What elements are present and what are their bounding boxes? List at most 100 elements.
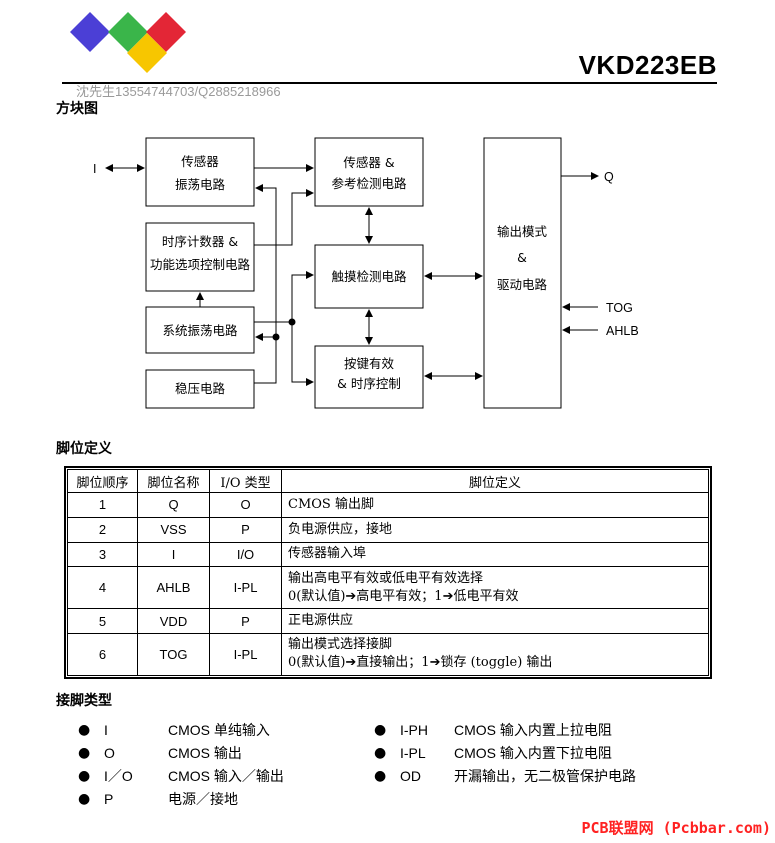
header-pin-no: 脚位顺序	[67, 469, 138, 493]
box-timer-counter	[145, 222, 255, 292]
box-key-valid	[314, 345, 424, 409]
box-regulator	[145, 369, 255, 409]
header-pin-name: 脚位名称	[137, 469, 210, 493]
pin-definition-title: 脚位定义	[56, 441, 112, 457]
pin-def-line2: 0(默认值)➔高电平有效；1➔低电平有效	[288, 588, 519, 604]
pin-io: I-PL	[209, 566, 282, 610]
header-divider	[62, 82, 717, 84]
pin-def: 正电源供应	[281, 608, 709, 634]
type-desc: 电源／接地	[168, 791, 238, 807]
key-valid-line1: 按键有效	[344, 356, 395, 371]
pin-io: I-PL	[209, 632, 282, 677]
type-desc: CMOS 输出	[168, 745, 242, 761]
bullet-icon: ●	[78, 722, 91, 738]
pin-tog-label: TOG	[606, 301, 633, 315]
timer-counter-line1: 时序计数器 &	[162, 234, 238, 249]
bullet-icon: ●	[78, 745, 91, 761]
bullet-icon: ●	[374, 745, 387, 761]
box-output-mode	[483, 137, 562, 409]
system-osc-label: 系统振荡电路	[162, 323, 238, 338]
type-code: OD	[400, 768, 421, 784]
pin-io: I/O	[209, 541, 282, 568]
box-system-osc	[145, 306, 255, 354]
pin-name: Q	[137, 492, 210, 518]
type-desc: CMOS 输入内置下拉电阻	[454, 745, 612, 761]
type-code: P	[104, 791, 114, 807]
timer-counter-line2: 功能选项控制电路	[150, 257, 251, 272]
regulator-label: 稳压电路	[175, 381, 226, 396]
pin-name: VDD	[137, 608, 210, 634]
pin-no: 4	[67, 566, 138, 610]
pin-def: 输出高电平有效或低电平有效选择 0(默认值)➔高电平有效；1➔低电平有效	[281, 566, 709, 610]
pin-no: 3	[67, 541, 138, 568]
pin-q-label: Q	[604, 170, 614, 184]
part-number: VKD223EB	[578, 50, 717, 80]
junction-dot	[288, 318, 296, 326]
output-mode-line1: 输出模式	[497, 224, 548, 239]
header-io-type: I/O 类型	[209, 469, 282, 493]
pin-def-line1: 输出模式选择接脚	[288, 637, 393, 653]
table-header-row: 脚位顺序 脚位名称 I/O 类型 脚位定义	[67, 469, 709, 493]
type-desc: 开漏输出，无二极管保护电路	[454, 768, 636, 784]
pin-name: TOG	[137, 632, 210, 677]
pin-def: 负电源供应，接地	[281, 516, 709, 543]
bullet-icon: ●	[78, 768, 91, 784]
pin-table-frame: 脚位顺序 脚位名称 I/O 类型 脚位定义 1 Q O CMOS 输出脚 2 V…	[64, 466, 712, 679]
pin-name: VSS	[137, 516, 210, 543]
output-mode-line3: 驱动电路	[497, 277, 548, 292]
type-code: I-PL	[400, 745, 426, 761]
pin-no: 2	[67, 516, 138, 543]
pin-io: O	[209, 492, 282, 518]
box-touch-detect	[314, 244, 424, 309]
pin-name: AHLB	[137, 566, 210, 610]
block-diagram: I Q TOG AHLB 传感器 振荡电路 时序计数器 & 功能选项控制电路 系…	[93, 137, 639, 409]
pin-io: P	[209, 516, 282, 543]
table-row: 3 I I/O 传感器输入埠	[67, 541, 709, 568]
pin-name: I	[137, 541, 210, 568]
touch-detect-label: 触摸检测电路	[331, 269, 407, 284]
sensor-ref-line2: 参考检测电路	[331, 176, 407, 191]
table-row: 4 AHLB I-PL 输出高电平有效或低电平有效选择 0(默认值)➔高电平有效…	[67, 566, 709, 610]
type-code: I-PH	[400, 722, 428, 738]
type-desc: CMOS 输入内置上拉电阻	[454, 722, 612, 738]
sensor-osc-line1: 传感器	[181, 154, 219, 169]
pin-no: 5	[67, 608, 138, 634]
type-code: I	[104, 722, 108, 738]
table-row: 5 VDD P 正电源供应	[67, 608, 709, 634]
company-logo	[70, 12, 186, 73]
type-code: O	[104, 745, 115, 761]
sensor-ref-line1: 传感器 &	[343, 155, 394, 170]
logo-diamond-yellow	[127, 33, 167, 73]
bullet-icon: ●	[78, 791, 91, 807]
pin-def: 传感器输入埠	[281, 541, 709, 568]
pin-def-line2: 0(默认值)➔直接输出；1➔锁存 (toggle) 输出	[288, 655, 553, 671]
bullet-icon: ●	[374, 768, 387, 784]
type-code: I／O	[104, 768, 133, 784]
header-pin-def: 脚位定义	[281, 469, 709, 493]
junction-dot	[272, 333, 280, 341]
output-mode-line2: &	[517, 250, 527, 265]
logo-diamond-blue	[70, 12, 110, 52]
sensor-osc-line2: 振荡电路	[175, 177, 226, 192]
type-desc: CMOS 输入／输出	[168, 768, 284, 784]
pin-io: P	[209, 608, 282, 634]
pin-table: 脚位顺序 脚位名称 I/O 类型 脚位定义 1 Q O CMOS 输出脚 2 V…	[67, 469, 709, 677]
type-desc: CMOS 单纯输入	[168, 722, 270, 738]
table-row: 6 TOG I-PL 输出模式选择接脚 0(默认值)➔直接输出；1➔锁存 (to…	[67, 632, 709, 677]
box-sensor-ref	[314, 137, 424, 207]
pin-ahlb-label: AHLB	[606, 324, 639, 338]
box-sensor-osc	[145, 137, 255, 207]
pin-no: 1	[67, 492, 138, 518]
footer-site-link[interactable]: PCB联盟网 (Pcbbar.com)	[581, 819, 772, 837]
pin-i-label: I	[93, 162, 96, 176]
pin-types-title: 接脚类型	[56, 693, 112, 709]
key-valid-line2: & 时序控制	[337, 376, 401, 391]
block-diagram-title: 方块图	[56, 101, 98, 117]
watermark: 沈先生13554744703/Q2885218966	[76, 84, 281, 99]
table-row: 2 VSS P 负电源供应，接地	[67, 516, 709, 543]
pin-def-line1: 输出高电平有效或低电平有效选择	[288, 570, 484, 586]
table-row: 1 Q O CMOS 输出脚	[67, 492, 709, 518]
pin-def: 输出模式选择接脚 0(默认值)➔直接输出；1➔锁存 (toggle) 输出	[281, 632, 709, 677]
pin-no: 6	[67, 632, 138, 677]
pin-def: CMOS 输出脚	[281, 492, 709, 518]
